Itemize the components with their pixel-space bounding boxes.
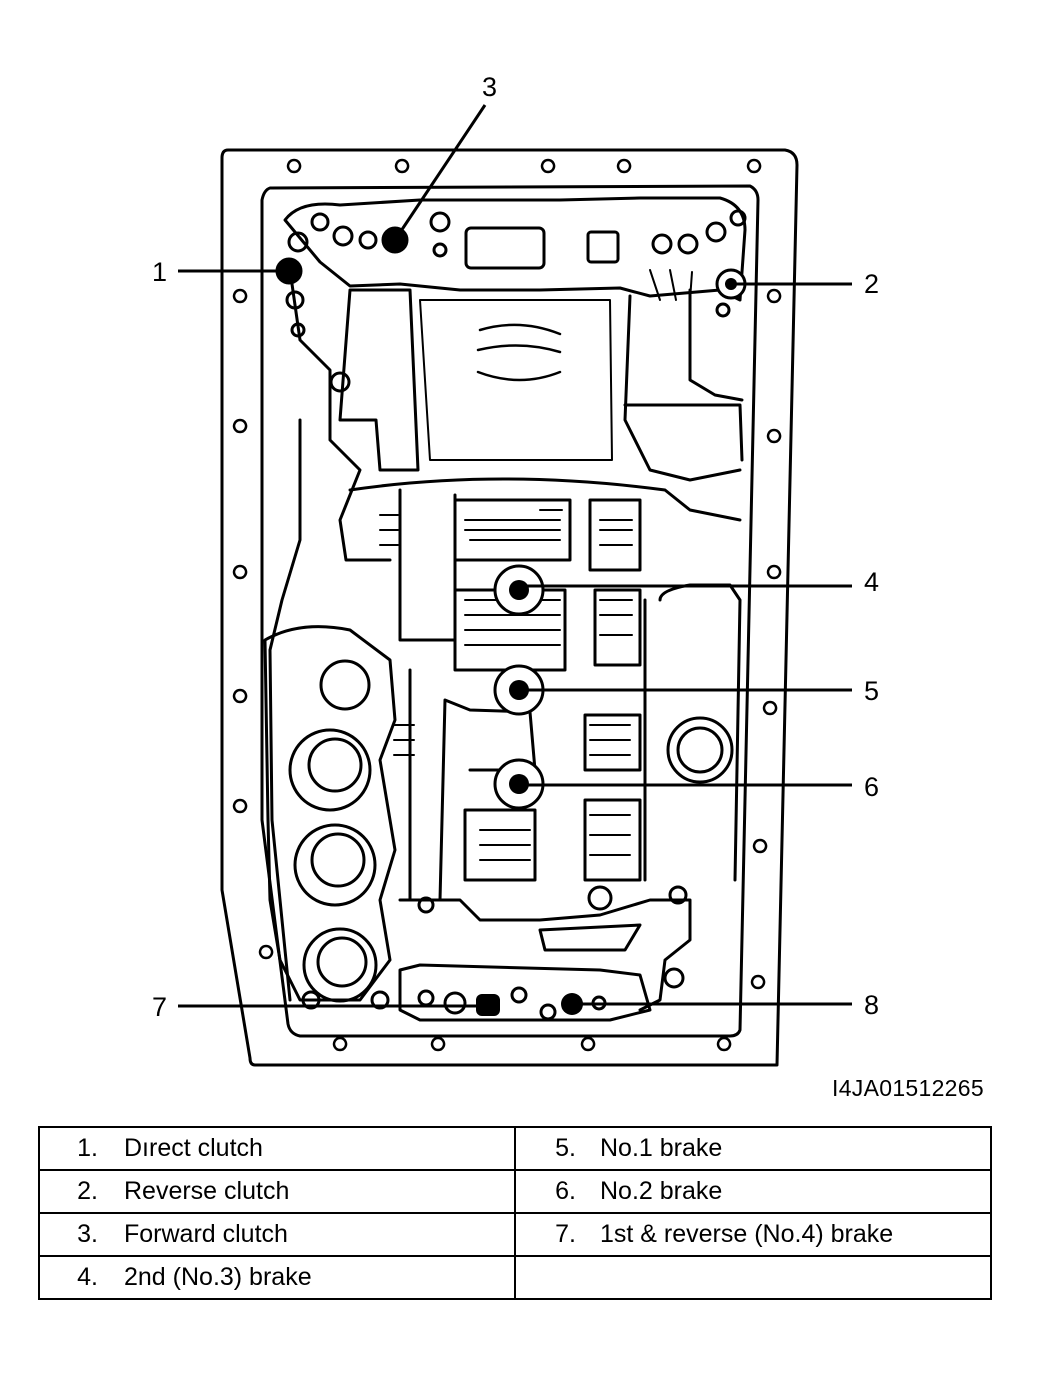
legend-text: 2nd (No.3) brake bbox=[124, 1263, 312, 1291]
legend-text: 1st & reverse (No.4) brake bbox=[600, 1220, 894, 1248]
legend-row: 4. 2nd (No.3) brake bbox=[38, 1255, 992, 1300]
leader-3 bbox=[393, 104, 487, 241]
legend-number: 7. bbox=[555, 1220, 576, 1248]
callout-6: 6 bbox=[864, 772, 879, 802]
legend-text: Forward clutch bbox=[124, 1220, 288, 1248]
legend-row: 3. Forward clutch 7. 1st & reverse (No.4) b… bbox=[38, 1212, 992, 1257]
legend-text: Reverse clutch bbox=[124, 1177, 290, 1205]
legend-text: Dırect clutch bbox=[124, 1134, 263, 1162]
legend-number: 4. bbox=[77, 1263, 98, 1291]
legend-cell-left: 3. Forward clutch bbox=[38, 1212, 516, 1257]
legend-row: 2. Reverse clutch 6. No.2 brake bbox=[38, 1169, 992, 1214]
legend-row: 1. Dırect clutch 5. No.1 brake bbox=[38, 1126, 992, 1171]
callout-3: 3 bbox=[482, 72, 497, 102]
legend-cell-left: 1. Dırect clutch bbox=[38, 1126, 516, 1171]
callout-8: 8 bbox=[864, 990, 879, 1020]
figure-id: I4JA01512265 bbox=[832, 1075, 984, 1101]
legend-cell-left: 4. 2nd (No.3) brake bbox=[38, 1255, 516, 1300]
callout-7: 7 bbox=[152, 992, 167, 1022]
legend-number: 5. bbox=[555, 1134, 576, 1162]
callout-1: 1 bbox=[152, 257, 167, 287]
valve-body-diagram: 1 2 3 4 5 6 7 8 bbox=[152, 72, 879, 1067]
outer-casing bbox=[220, 148, 799, 1067]
legend-cell-right bbox=[514, 1255, 992, 1300]
callout-2: 2 bbox=[864, 269, 879, 299]
legend-table: 1. Dırect clutch 5. No.1 brake 2. Reverse clu… bbox=[38, 1126, 992, 1300]
legend-cell-right: 7. 1st & reverse (No.4) brake bbox=[514, 1212, 992, 1257]
legend-cell-right: 6. No.2 brake bbox=[514, 1169, 992, 1214]
legend-number: 6. bbox=[555, 1177, 576, 1205]
callout-4: 4 bbox=[864, 567, 879, 597]
gasket-outline bbox=[260, 184, 760, 1038]
legend-number: 1. bbox=[77, 1134, 98, 1162]
legend-text: No.2 brake bbox=[600, 1177, 723, 1205]
legend-number: 3. bbox=[77, 1220, 98, 1248]
legend-text: No.1 brake bbox=[600, 1134, 723, 1162]
callout-5: 5 bbox=[864, 676, 879, 706]
legend-cell-right: 5. No.1 brake bbox=[514, 1126, 992, 1171]
legend-cell-left: 2. Reverse clutch bbox=[38, 1169, 516, 1214]
legend-number: 2. bbox=[77, 1177, 98, 1205]
